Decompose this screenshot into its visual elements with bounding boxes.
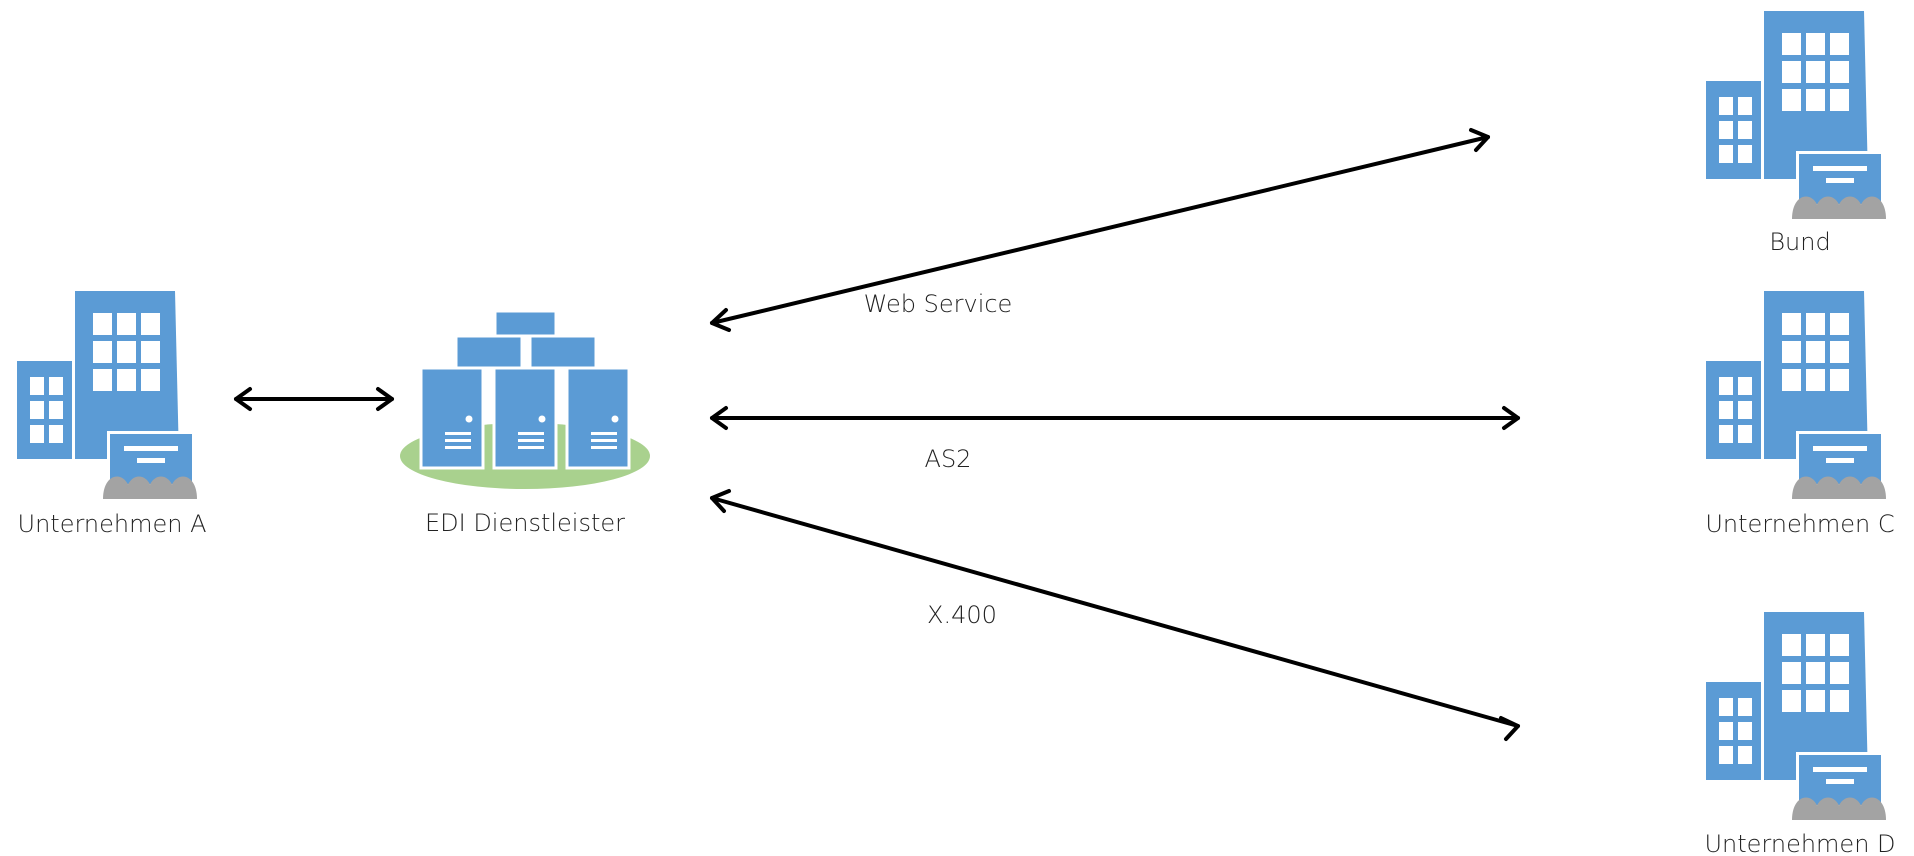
connection-a-to-edi [234, 387, 394, 411]
node-bund: Bund [1706, 11, 1886, 256]
node-label-edi-dienstleister: EDI Dienstleister [425, 509, 625, 537]
connection-label-as2: AS2 [925, 445, 972, 473]
office-building-icon [1706, 11, 1886, 219]
node-unternehmen-c: Unternehmen C [1705, 291, 1895, 538]
connection-label-x400: X.400 [927, 601, 997, 629]
office-building-icon [1706, 612, 1886, 820]
office-building-icon [17, 291, 197, 499]
connection-label-web-service: Web Service [864, 290, 1013, 318]
node-unternehmen-a: Unternehmen A [17, 291, 207, 538]
connection-as2: AS2 [710, 406, 1520, 473]
node-label-bund: Bund [1769, 228, 1830, 256]
office-building-icon [1706, 291, 1886, 499]
node-unternehmen-d: Unternehmen D [1704, 612, 1896, 856]
node-label-unternehmen-a: Unternehmen A [18, 510, 207, 538]
connection-web-service: Web Service [710, 128, 1490, 332]
connection-x400: X.400 [710, 489, 1520, 741]
node-label-unternehmen-c: Unternehmen C [1705, 510, 1894, 538]
node-label-unternehmen-d: Unternehmen D [1704, 830, 1895, 856]
node-edi-dienstleister: EDI Dienstleister [400, 309, 650, 537]
server-cluster-icon [400, 309, 650, 489]
